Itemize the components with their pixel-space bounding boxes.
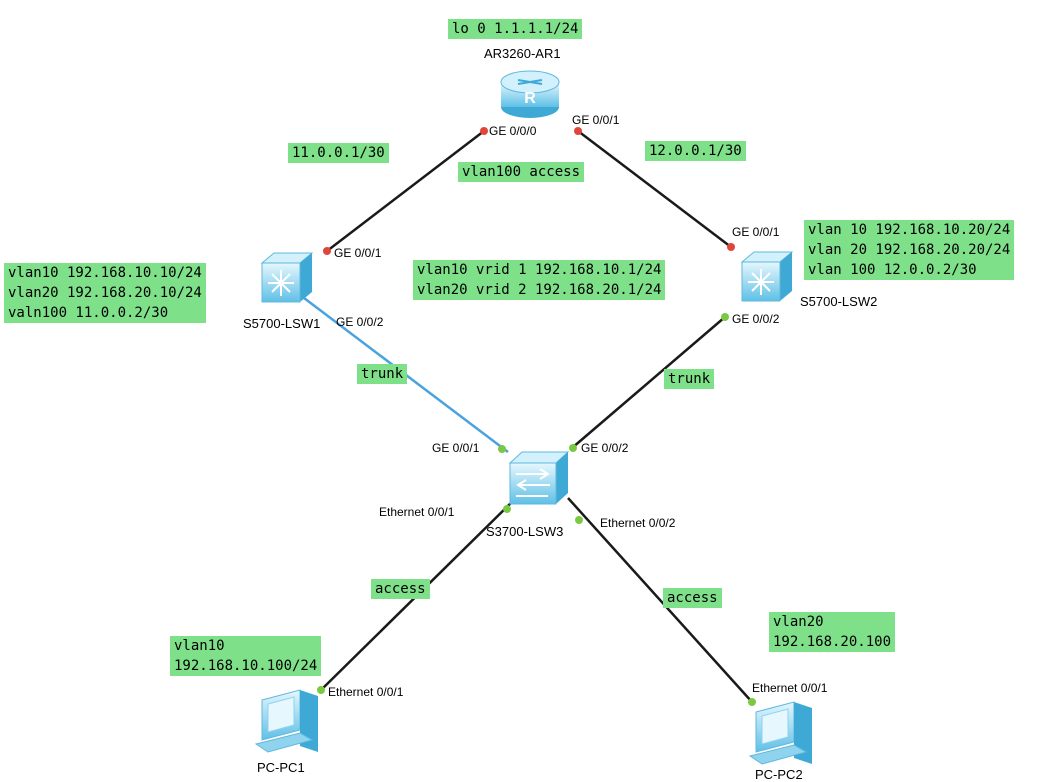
link-ar1-lsw1 (326, 130, 485, 252)
port-label: GE 0/0/2 (336, 315, 384, 329)
port-label: GE 0/0/0 (489, 124, 537, 138)
port-label: GE 0/0/2 (581, 441, 629, 455)
port-status-dot (317, 686, 325, 694)
access-label: access (371, 579, 430, 599)
port-status-dot (503, 505, 511, 513)
l3-switch-icon[interactable] (740, 251, 794, 302)
port-status-dot (575, 516, 583, 524)
port-status-dot (480, 127, 488, 135)
router-icon[interactable]: R (500, 70, 560, 118)
svg-text:R: R (524, 90, 536, 107)
l3-switch-icon[interactable] (260, 252, 314, 303)
port-label: Ethernet 0/0/1 (379, 505, 455, 519)
port-label: GE 0/0/1 (572, 113, 620, 127)
l2-switch-icon[interactable] (508, 451, 570, 505)
device-name-lsw2: S5700-LSW2 (800, 294, 878, 309)
link-ar1-lsw2 (577, 130, 732, 248)
trunk-label: trunk (664, 369, 715, 389)
trunk-label: trunk (357, 364, 408, 384)
port-status-dot (727, 243, 735, 251)
port-status-dot (721, 313, 729, 321)
device-name-ar1: AR3260-AR1 (484, 46, 561, 61)
link-lsw3-pc2 (567, 497, 753, 703)
port-status-dot (569, 444, 577, 452)
pc-icon[interactable] (748, 701, 812, 765)
port-label: GE 0/0/1 (432, 441, 480, 455)
link-ip-label: 12.0.0.1/30 (645, 141, 746, 161)
port-status-dot (574, 127, 582, 135)
pc-icon[interactable] (254, 689, 318, 753)
port-label: Ethernet 0/0/1 (328, 685, 404, 699)
device-name-pc2: PC-PC2 (755, 767, 803, 782)
port-status-dot (748, 698, 756, 706)
port-label: GE 0/0/2 (732, 312, 780, 326)
port-label: GE 0/0/1 (334, 246, 382, 260)
port-label: Ethernet 0/0/2 (600, 516, 676, 530)
port-status-dot (498, 445, 506, 453)
link-lsw2-lsw3 (571, 316, 726, 449)
device-name-lsw1: S5700-LSW1 (243, 316, 321, 331)
access-label: access (663, 588, 722, 608)
port-status-dot (323, 247, 331, 255)
device-name-lsw3: S3700-LSW3 (486, 524, 564, 539)
loopback-label: lo 0 1.1.1.1/24 (448, 19, 583, 39)
port-label: GE 0/0/1 (732, 225, 780, 239)
port-label: Ethernet 0/0/1 (752, 681, 828, 695)
vlan-access-label: vlan100 access (458, 162, 585, 182)
device-name-pc1: PC-PC1 (257, 760, 305, 775)
link-ip-label: 11.0.0.1/30 (288, 143, 389, 163)
